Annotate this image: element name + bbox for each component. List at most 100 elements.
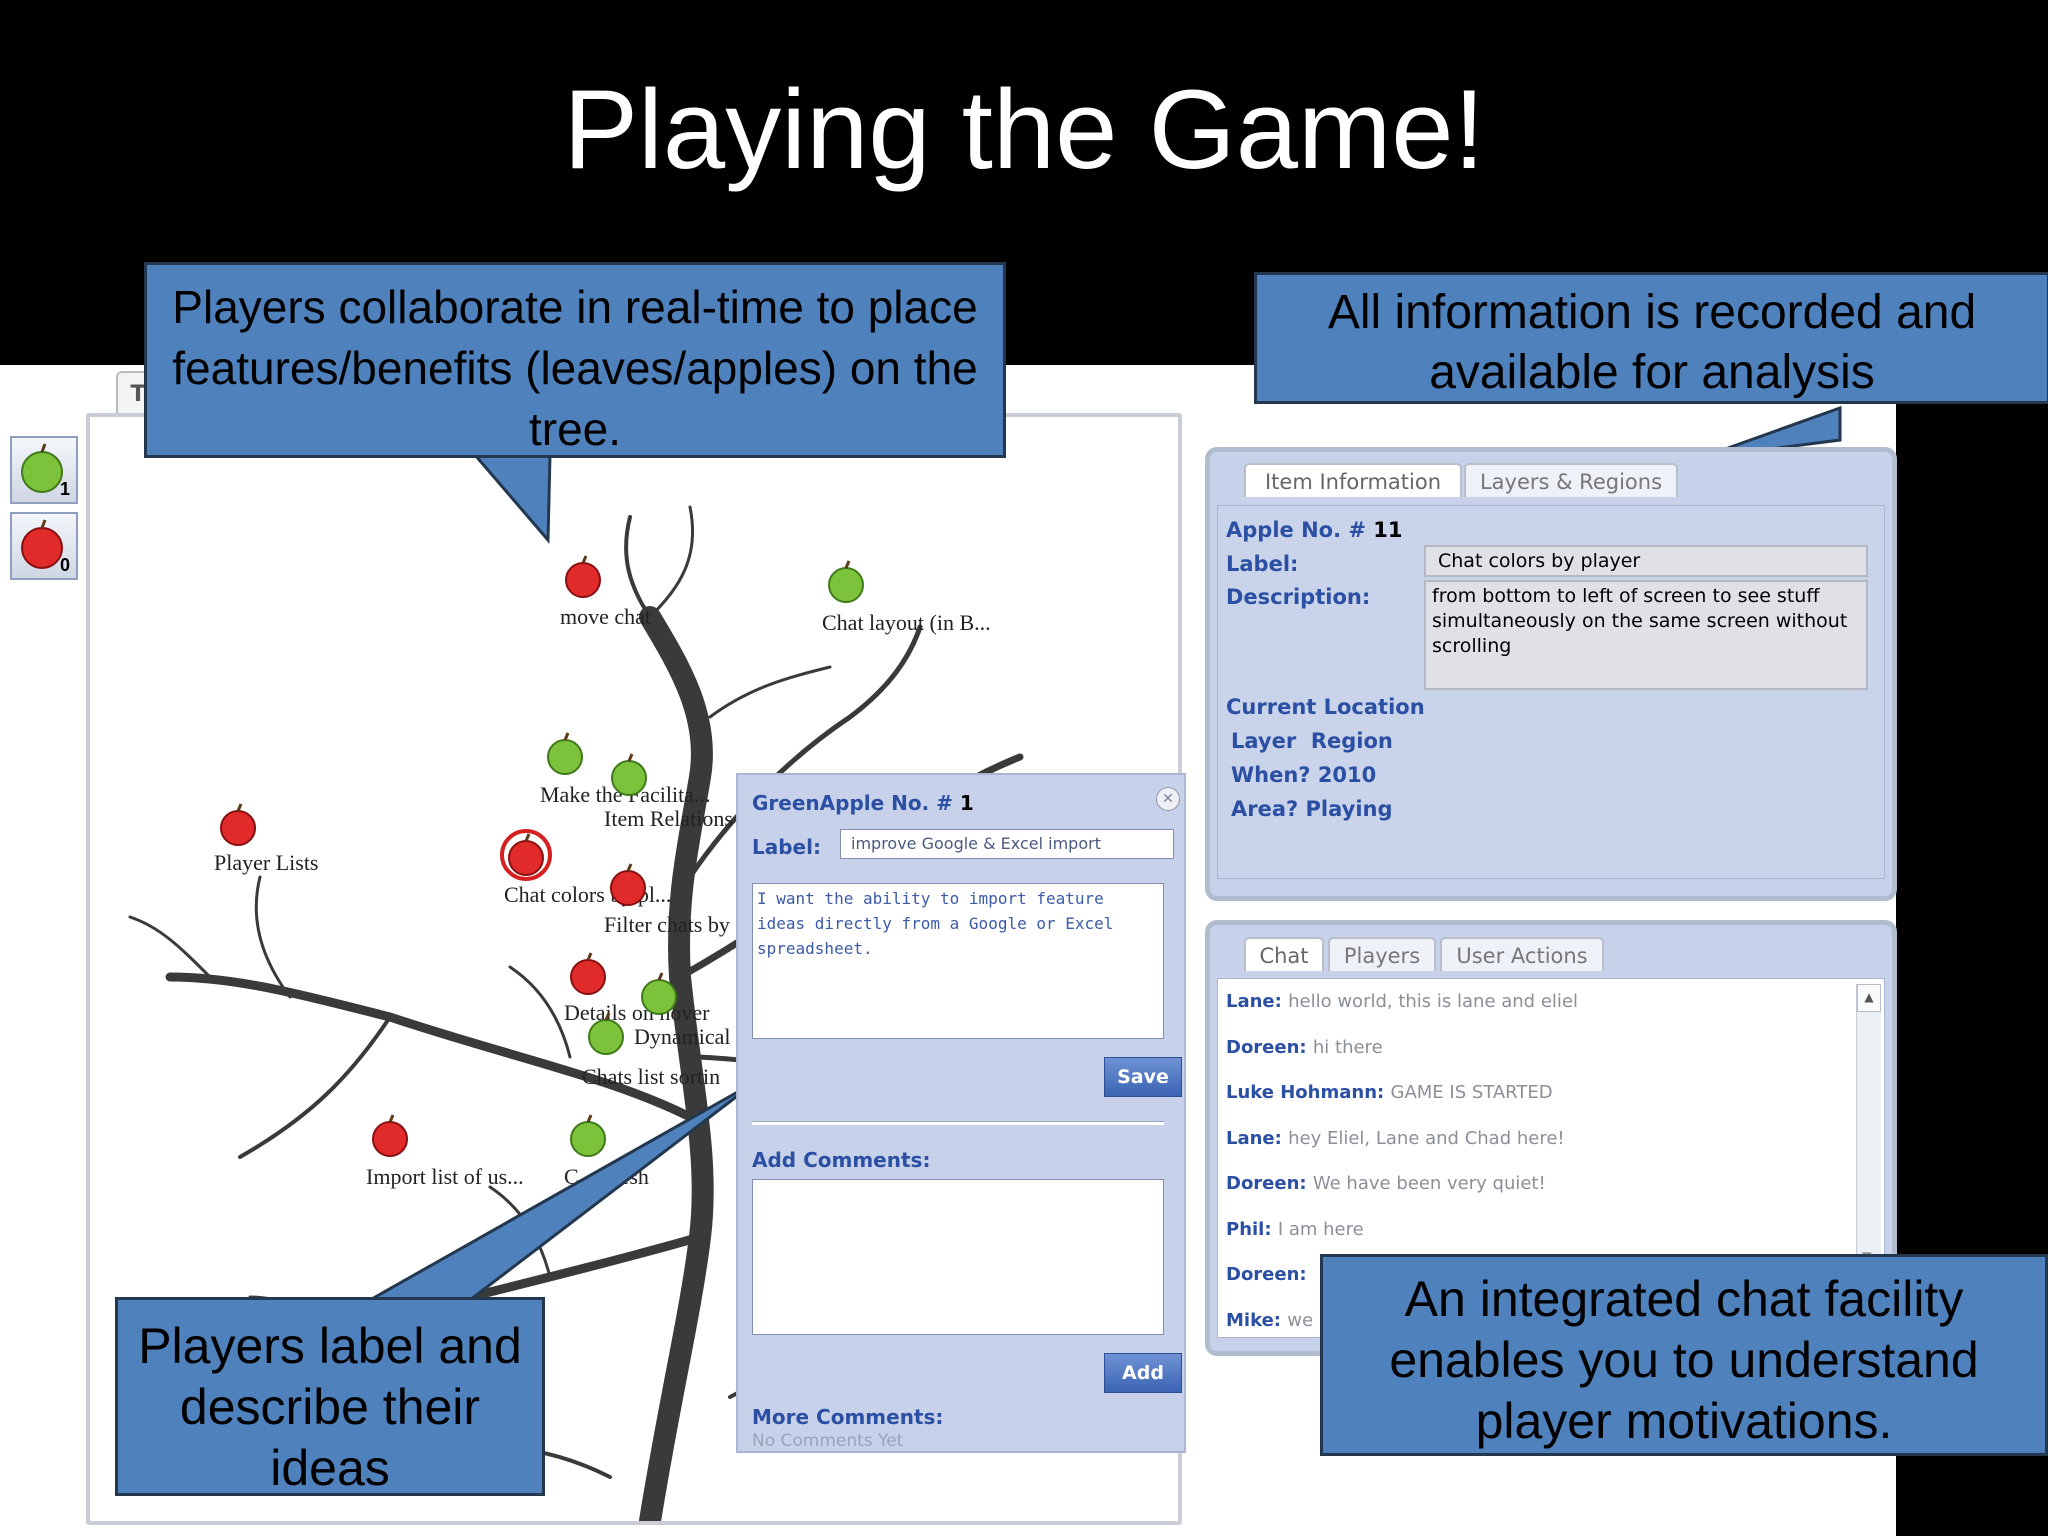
callout-chat-facility: An integrated chat facility enables you … [1320,1254,2048,1456]
chat-message: Phil: I am here [1226,1219,1364,1240]
apple-label: move chat [560,604,652,629]
close-icon[interactable]: ✕ [1156,787,1180,811]
current-location: Current Location [1226,695,1425,719]
chat-message: Lane: hey Eliel, Lane and Chad here! [1226,1128,1565,1149]
green-apple[interactable] [580,1008,632,1064]
apple-label: Chat layout (in B... [822,610,991,635]
save-button[interactable]: Save [1104,1057,1182,1097]
red-apple-count: 0 [59,555,70,575]
item-label-field[interactable]: Chat colors by player [1424,545,1868,577]
chat-text: We have been very quiet! [1312,1173,1546,1194]
area-value: Playing [1305,797,1393,821]
green-apple[interactable] [603,749,655,805]
green-apple[interactable] [820,556,872,612]
dialog-title-prefix: GreenApple No. # [752,791,953,815]
apple-number-prefix: Apple No. # [1226,518,1366,542]
red-apple[interactable] [602,859,654,915]
tab-layers-regions[interactable]: Layers & Regions [1464,463,1678,497]
slide-title: Playing the Game! [563,67,1485,192]
green-apple-icon [611,753,647,796]
add-comments-caption: Add Comments: [752,1148,931,1172]
dialog-description-input[interactable]: I want the ability to import feature ide… [752,883,1164,1039]
red-apple-icon [500,829,552,881]
apple-number: Apple No. # 11 [1226,518,1403,542]
chat-message: Doreen: [1226,1264,1307,1285]
red-apple[interactable] [212,799,264,855]
chat-author: Doreen: [1226,1173,1313,1194]
chat-author: Mike: [1226,1309,1288,1331]
red-apple-button[interactable]: 0 [10,512,78,580]
chat-author: Lane: [1226,1127,1289,1149]
green-apple-icon [828,560,864,603]
chat-text: we [1287,1309,1314,1331]
chat-author: Luke Hohmann: [1226,1082,1391,1103]
apple-label: Details on hover [564,1000,710,1025]
chat-message: Mike: we [1226,1310,1313,1331]
label-caption: Label: [1226,552,1299,576]
when-row: When? 2010 [1231,763,1376,787]
chat-text: hey Eliel, Lane and Chad here! [1288,1127,1565,1149]
tab-chat[interactable]: Chat [1244,937,1324,971]
green-apple[interactable] [562,1110,614,1166]
apple-number-value: 11 [1373,518,1403,542]
red-apple-icon [570,952,606,995]
apple-label: Chats list sortin [582,1064,721,1089]
chat-text: GAME IS STARTED [1390,1082,1553,1103]
chat-author: Doreen: [1226,1264,1307,1285]
apple-label: Dynamical [634,1024,731,1049]
red-apple[interactable] [500,829,552,885]
chat-text: I am here [1277,1218,1364,1240]
dialog-title: GreenApple No. # 1 [752,791,974,815]
green-apple-dialog: GreenApple No. # 1 ✕ Label: improve Goog… [736,773,1186,1453]
green-apple-icon [588,1012,624,1055]
chat-text: hi there [1312,1036,1383,1058]
layer-region: Layer Region [1231,729,1393,753]
apple-label: Item Relations [604,806,733,831]
chat-author: Phil: [1226,1218,1278,1240]
red-apple[interactable] [364,1110,416,1166]
callout-recorded: All information is recorded and availabl… [1254,272,2048,404]
callout-label-describe: Players label and describe their ideas [115,1297,545,1496]
red-apple-icon [565,555,601,598]
red-apple-icon [372,1114,408,1157]
tab-item-information[interactable]: Item Information [1244,463,1462,497]
chat-message: Lane: hello world, this is lane and elie… [1226,991,1578,1012]
green-apple-icon [641,972,677,1015]
green-apple[interactable] [539,728,591,784]
item-description-field[interactable]: from bottom to left of screen to see stu… [1424,580,1868,690]
description-caption: Description: [1226,585,1371,609]
green-apple-icon [547,732,583,775]
dialog-apple-number: 1 [959,791,974,815]
dialog-label-input[interactable]: improve Google & Excel import [840,829,1174,859]
dialog-divider [752,1121,1164,1125]
apple-label: Filter chats by [604,912,730,937]
red-apple-icon [21,519,63,569]
red-apple-icon [610,863,646,906]
green-apple[interactable] [633,968,685,1024]
scroll-up-icon[interactable]: ▲ [1857,984,1881,1012]
red-apple[interactable] [557,551,609,607]
tab-players[interactable]: Players [1328,937,1436,971]
apple-label: Player Lists [214,850,319,875]
when-caption: When? [1231,763,1311,787]
chat-message: Doreen: hi there [1226,1037,1383,1058]
red-apple[interactable] [562,948,614,1004]
more-comments-caption: More Comments: [752,1405,944,1429]
dialog-label-caption: Label: [752,835,821,859]
green-apple-button[interactable]: 1 [10,436,78,504]
chat-author: Lane: [1226,991,1289,1012]
green-apple-icon [570,1114,606,1157]
tab-user-actions[interactable]: User Actions [1440,937,1604,971]
add-comments-input[interactable] [752,1179,1164,1335]
chat-text: hello world, this is lane and eliel [1288,991,1578,1012]
callout-collaborate: Players collaborate in real-time to plac… [144,262,1006,458]
chat-message: Luke Hohmann: GAME IS STARTED [1226,1082,1553,1103]
red-apple-icon [220,803,256,846]
apple-label: Import list of us... [366,1164,524,1189]
area-caption: Area? [1231,797,1299,821]
add-button[interactable]: Add [1104,1353,1182,1393]
no-comments-text: No Comments Yet [752,1431,904,1451]
area-row: Area? Playing [1231,797,1393,821]
chat-author: Doreen: [1226,1036,1313,1058]
when-value: 2010 [1317,763,1377,787]
